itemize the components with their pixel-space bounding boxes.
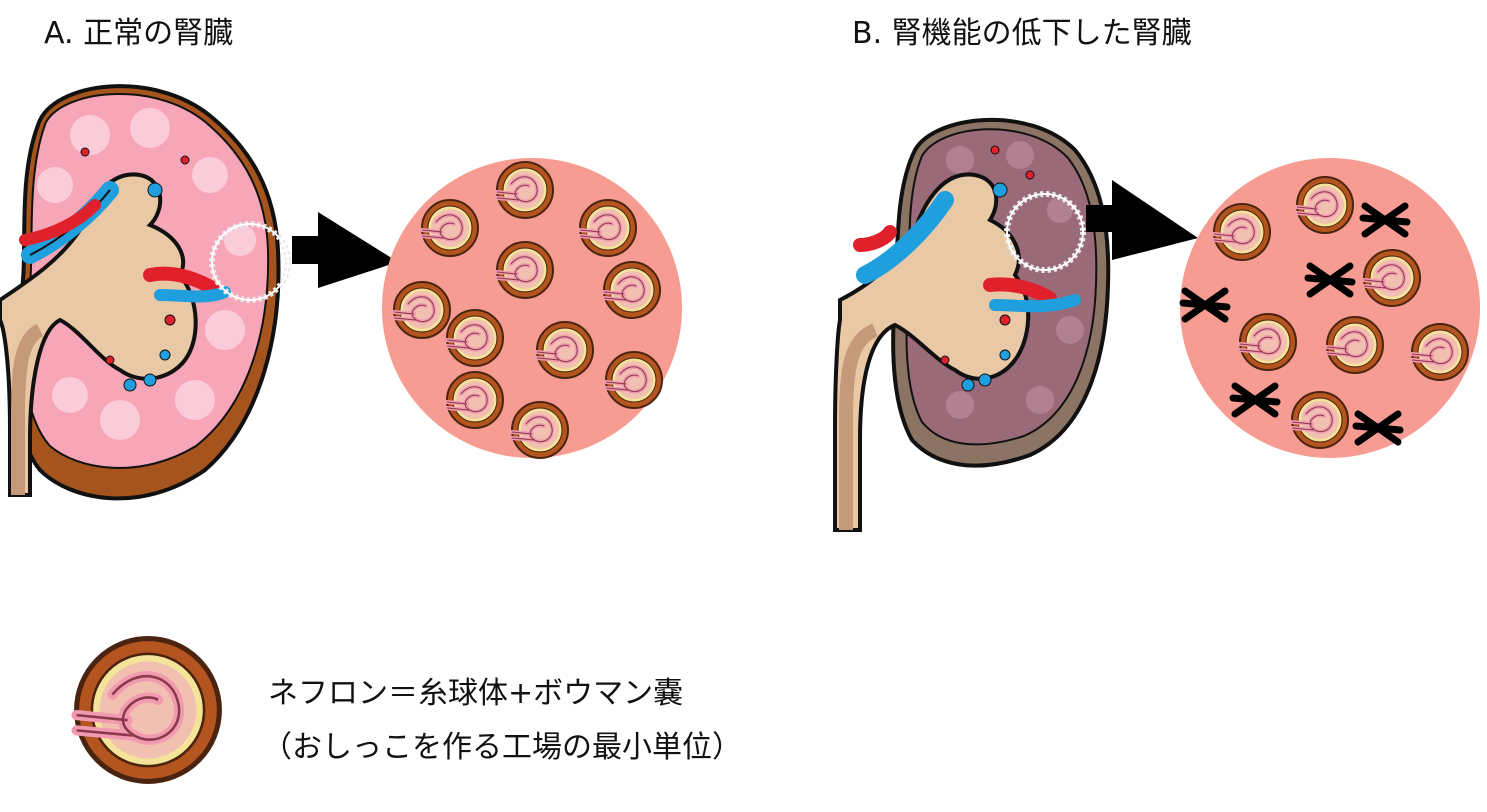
legend-label: ネフロン＝糸球体+ボウマン嚢	[268, 676, 684, 711]
panel-a-title: A. 正常の腎臓	[44, 16, 234, 51]
zoom-arrow-a	[292, 212, 398, 288]
panel-b-title: B. 腎機能の低下した腎臓	[852, 16, 1192, 51]
zoom-arrow-b	[1086, 180, 1198, 260]
damaged-kidney	[833, 117, 1111, 532]
zoom-circle-damaged	[1180, 158, 1480, 458]
legend-description: （おしっこを作る工場の最小単位）	[262, 730, 742, 765]
legend-nephron-icon	[77, 639, 220, 782]
zoom-circle-normal	[382, 158, 682, 460]
normal-kidney	[0, 84, 291, 501]
